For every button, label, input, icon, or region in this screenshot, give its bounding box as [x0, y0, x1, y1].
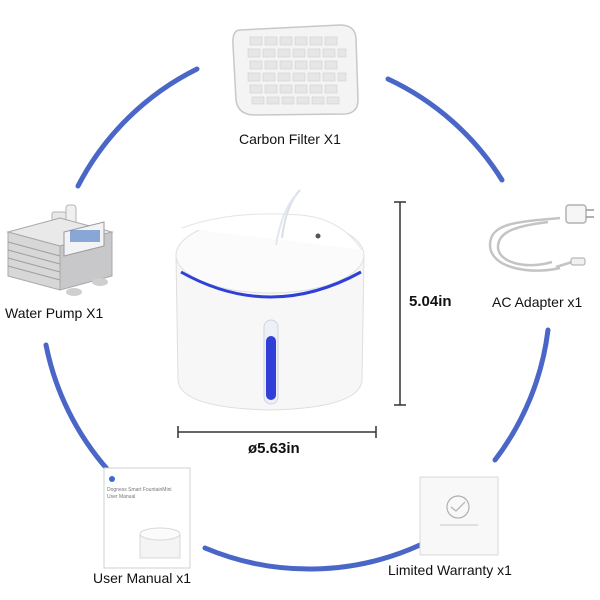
carbon-filter-image: [232, 24, 359, 116]
manual-cover-title: Dogness Smart FountainMini: [107, 487, 172, 493]
water-pump-image: [6, 204, 114, 296]
label-ac-adapter: AC Adapter x1: [492, 294, 583, 310]
ring-arc-top-left: [75, 66, 200, 189]
ring-arc-top-right: [385, 76, 505, 183]
ac-adapter-image: [488, 204, 594, 272]
height-dimension-label: 5.04in: [409, 293, 452, 310]
ring-arc-left: [43, 342, 111, 473]
label-carbon-filter: Carbon Filter X1: [239, 131, 341, 147]
contents-ring: [43, 66, 551, 572]
width-dimension: [177, 426, 377, 438]
height-dimension: [394, 201, 406, 406]
label-user-manual: User Manual x1: [93, 570, 192, 586]
manual-cover-subtitle: User Manual: [107, 494, 136, 500]
user-manual-image: [103, 467, 191, 569]
ring-arc-bottom: [202, 542, 423, 572]
diameter-dimension-label: ø5.63in: [248, 440, 300, 457]
label-water-pump: Water Pump X1: [5, 305, 104, 321]
ring-arc-right: [492, 327, 551, 463]
fountain-image: [175, 189, 365, 411]
label-limited-warranty: Limited Warranty x1: [388, 562, 512, 578]
limited-warranty-image: [419, 476, 499, 556]
